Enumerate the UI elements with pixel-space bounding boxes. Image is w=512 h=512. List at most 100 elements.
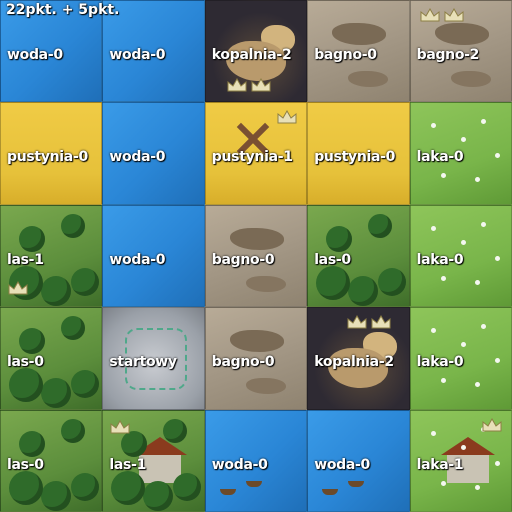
tile-r3c1[interactable]: las-1: [0, 204, 103, 308]
house-icon: [440, 436, 495, 483]
mud-patch: [245, 378, 286, 395]
mine-rock: [328, 348, 389, 389]
tree-icon: [121, 430, 148, 457]
tile-label: bagno-0: [211, 354, 275, 371]
tile-r5c3[interactable]: woda-0: [204, 409, 308, 512]
flower-icon: [474, 382, 480, 388]
flower-icon: [430, 328, 436, 334]
flower-icon: [440, 173, 446, 179]
tile-r2c5[interactable]: laka-0: [409, 102, 512, 205]
tile-r3c4[interactable]: las-0: [307, 204, 410, 308]
tile-r4c2[interactable]: startowy: [102, 307, 205, 410]
flower-icon: [430, 225, 436, 231]
flower-icon: [430, 430, 436, 436]
flower-icon: [494, 358, 500, 364]
tree-icon: [61, 213, 85, 238]
mud-patch: [434, 23, 489, 45]
tree-icon: [348, 275, 379, 306]
boat-icon: [245, 480, 262, 487]
tree-icon: [19, 328, 45, 355]
tree-icon: [71, 267, 99, 296]
flower-icon: [474, 484, 480, 490]
tile-r2c3[interactable]: pustynia-1: [204, 102, 308, 205]
crown-icon: [347, 315, 367, 329]
tile-label: woda-0: [109, 149, 166, 166]
flower-icon: [460, 444, 466, 450]
crown-group: [481, 417, 503, 433]
crown-group: [226, 77, 272, 93]
tile-label: las-0: [314, 251, 351, 268]
tile-label: laka-0: [416, 354, 464, 371]
flower-icon: [460, 239, 466, 245]
tile-r1c5[interactable]: bagno-2: [409, 0, 512, 103]
tree-icon: [41, 275, 71, 306]
crown-icon: [110, 419, 130, 434]
tree-icon: [71, 370, 99, 399]
tile-r2c4[interactable]: pustynia-0: [307, 102, 410, 205]
tree-icon: [9, 368, 43, 403]
tree-icon: [41, 378, 71, 409]
tile-r1c4[interactable]: bagno-0: [307, 0, 410, 103]
flower-icon: [460, 137, 466, 143]
boat-icon: [348, 480, 365, 487]
tile-r1c1[interactable]: woda-0: [0, 0, 103, 103]
tile-label: pustynia-0: [7, 149, 88, 166]
flower-icon: [480, 119, 486, 125]
tile-r2c1[interactable]: pustynia-0: [0, 102, 103, 205]
tree-icon: [41, 480, 71, 511]
flower-icon: [494, 153, 500, 159]
tile-r4c3[interactable]: bagno-0: [204, 307, 308, 410]
tile-r1c3[interactable]: kopalnia-2: [204, 0, 308, 103]
crown-group: [419, 7, 465, 23]
boat-icon: [322, 488, 339, 495]
mud-patch: [229, 227, 284, 250]
tile-label: laka-0: [416, 251, 464, 268]
tile-r5c2[interactable]: las-1: [102, 409, 205, 512]
tile-r1c2[interactable]: woda-0: [102, 0, 205, 103]
tile-label: las-0: [7, 456, 44, 473]
tile-r4c5[interactable]: laka-0: [409, 307, 512, 410]
flower-icon: [474, 177, 480, 183]
tile-label: woda-0: [109, 47, 166, 63]
tile-label: pustynia-0: [314, 149, 396, 166]
tile-r2c2[interactable]: woda-0: [102, 102, 205, 205]
tile-r4c4[interactable]: kopalnia-2: [307, 307, 410, 410]
tile-label: kopalnia-2: [314, 354, 394, 371]
tree-icon: [143, 480, 174, 511]
tree-icon: [368, 213, 393, 238]
mud-patch: [245, 275, 286, 292]
tile-r5c5[interactable]: laka-1: [409, 409, 512, 512]
tile-r4c1[interactable]: las-0: [0, 307, 103, 410]
tree-icon: [71, 472, 99, 501]
crown-icon: [420, 7, 440, 22]
tree-icon: [378, 267, 407, 296]
flower-icon: [474, 279, 480, 285]
tree-icon: [326, 225, 353, 252]
tile-label: las-1: [109, 456, 147, 473]
castle-icon: [125, 328, 188, 391]
tile-r3c2[interactable]: woda-0: [102, 204, 205, 308]
tile-r5c4[interactable]: woda-0: [307, 409, 410, 512]
crown-group: [109, 419, 131, 435]
tree-icon: [19, 430, 45, 457]
tile-r5c1[interactable]: las-0: [0, 409, 103, 512]
tile-label: bagno-0: [314, 47, 377, 63]
crown-group: [7, 280, 29, 296]
tree-icon: [61, 316, 85, 341]
tile-label: woda-0: [211, 456, 268, 473]
crown-icon: [251, 77, 271, 92]
tile-label: bagno-2: [416, 47, 480, 63]
tree-icon: [19, 225, 45, 252]
tree-icon: [173, 472, 202, 501]
flower-icon: [494, 255, 500, 261]
mine-rock: [225, 41, 286, 81]
tile-r3c3[interactable]: bagno-0: [204, 204, 308, 308]
tile-r3c5[interactable]: laka-0: [409, 204, 512, 308]
flower-icon: [460, 342, 466, 348]
tile-label: woda-0: [314, 456, 370, 473]
mud-patch: [332, 23, 387, 45]
tree-icon: [61, 418, 85, 443]
flower-icon: [494, 460, 500, 466]
